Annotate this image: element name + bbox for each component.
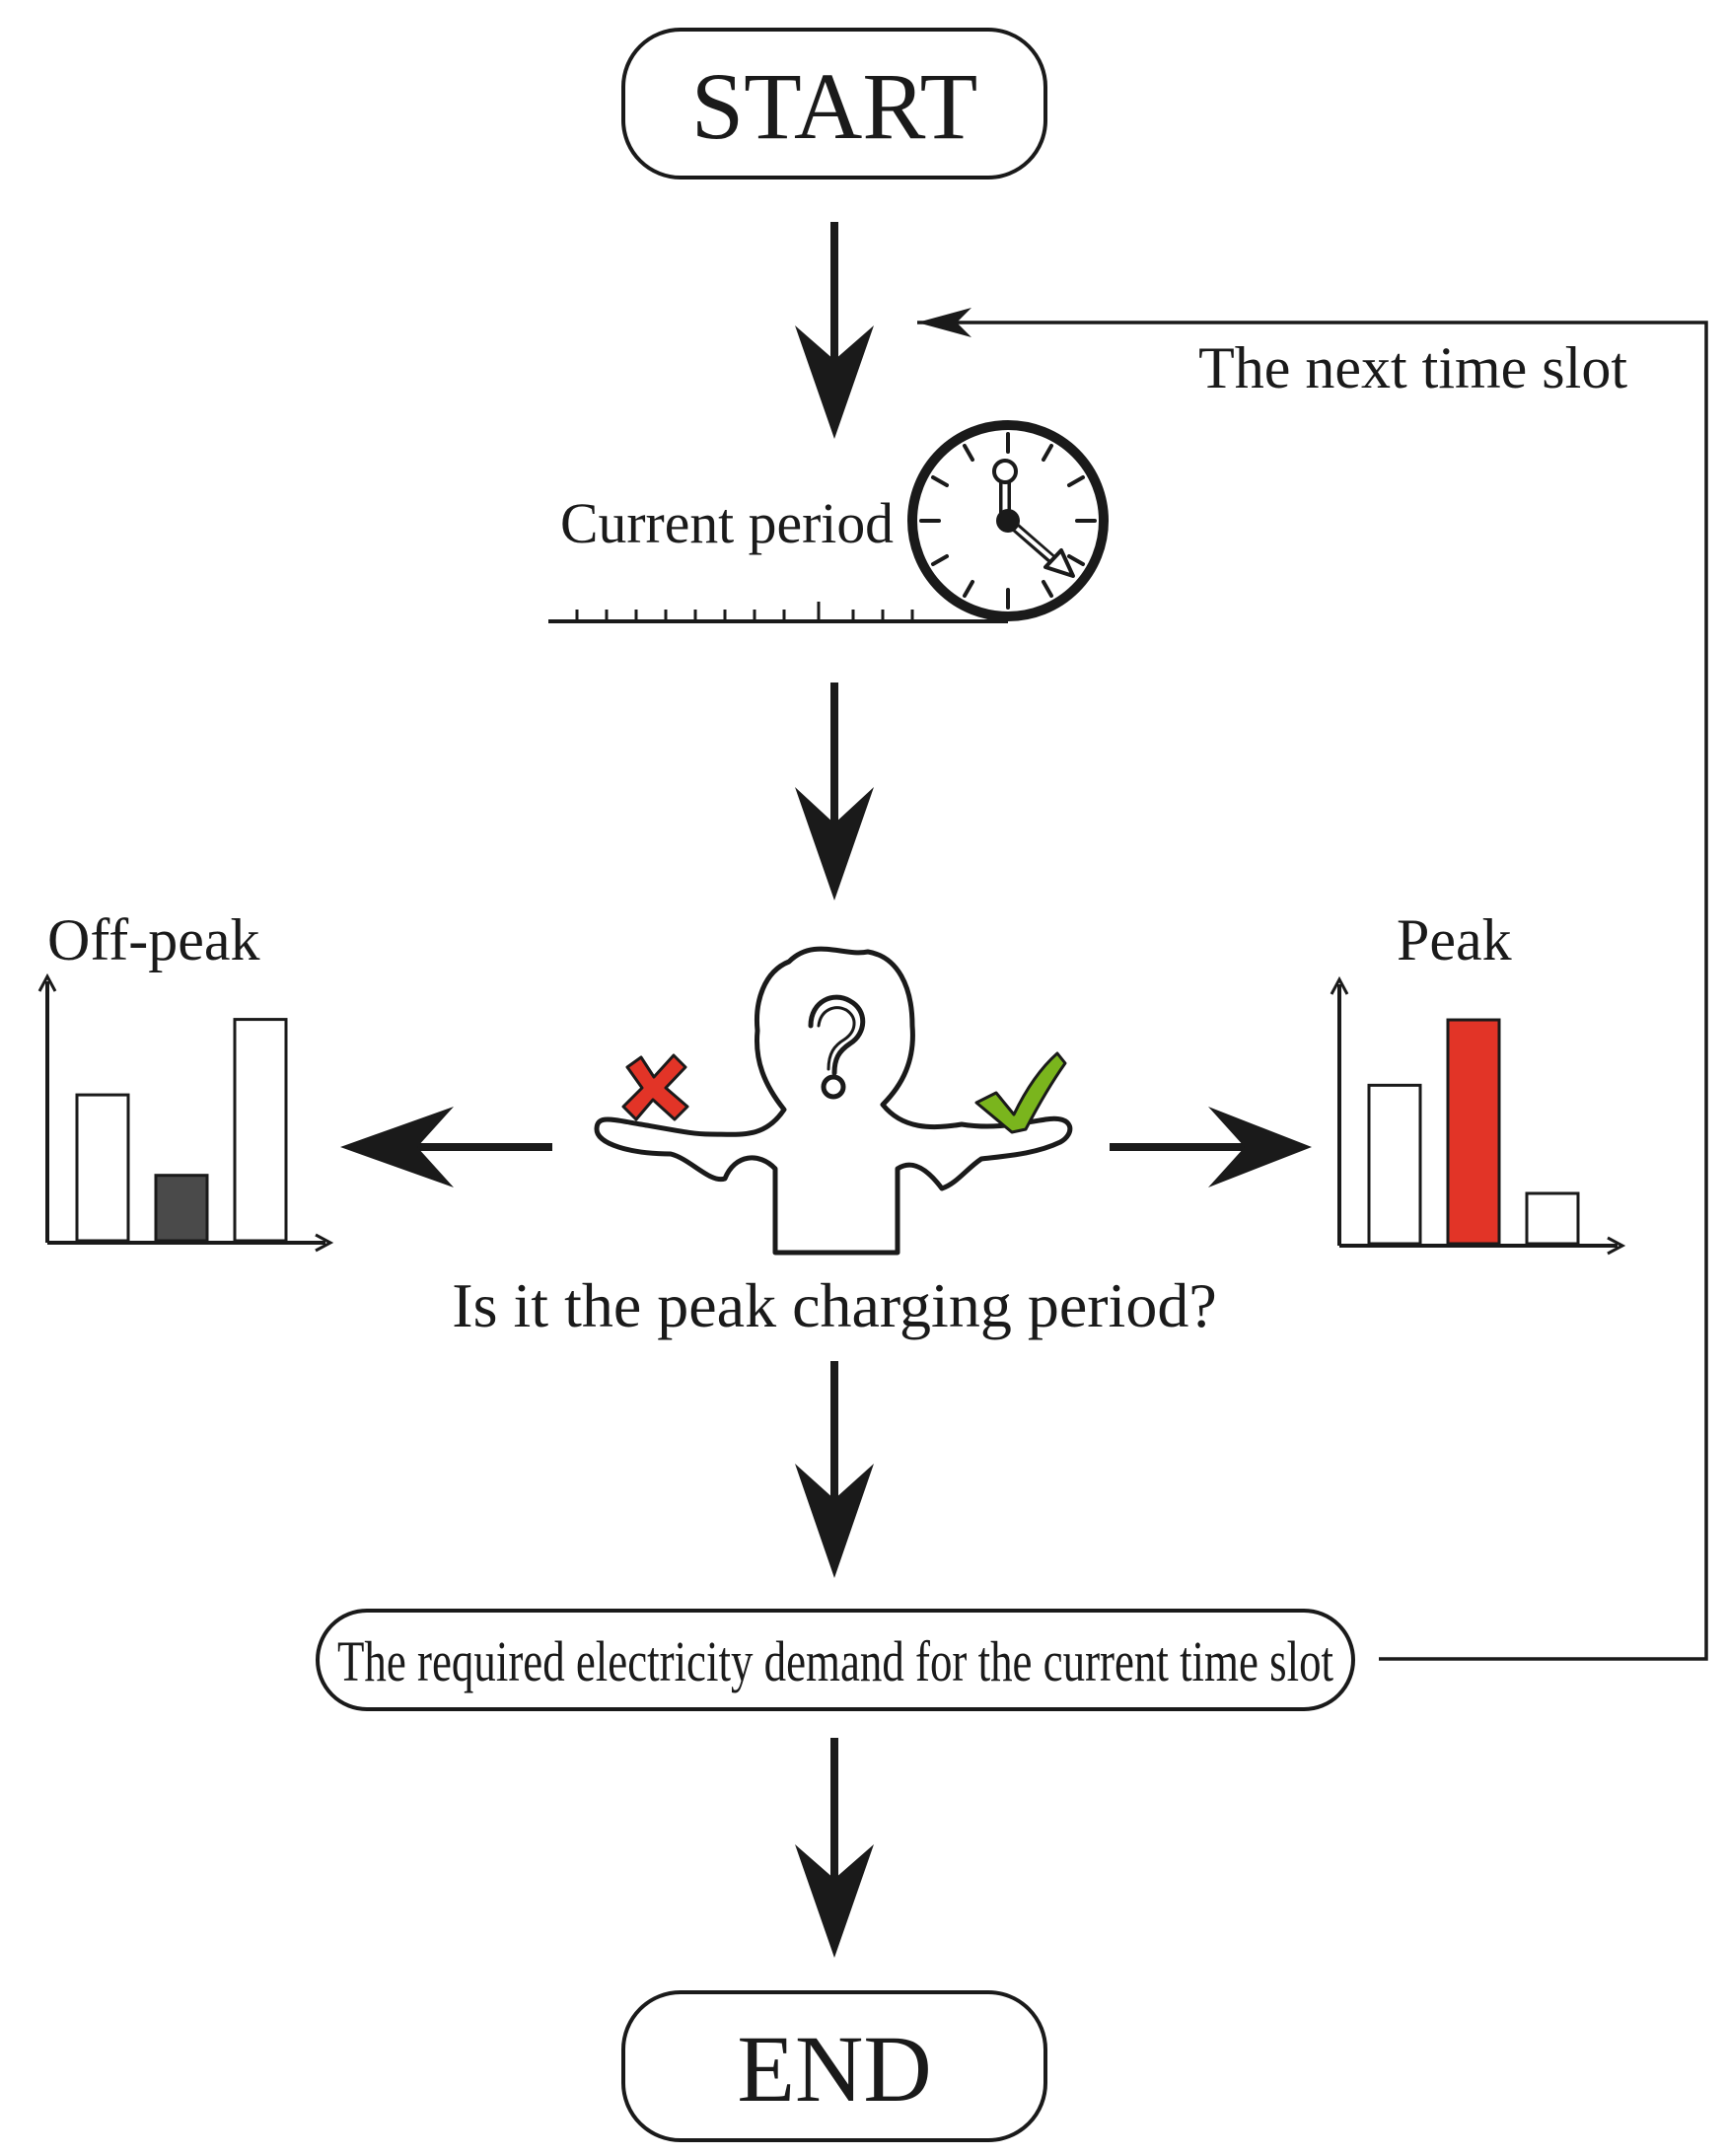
off-peak-label: Off-peak: [47, 907, 259, 972]
end-label: END: [737, 2016, 931, 2121]
clock-icon: [907, 420, 1109, 621]
off-peak-bar-3: [233, 1018, 288, 1243]
peak-bar-1: [1367, 1083, 1422, 1246]
check-icon: [974, 1051, 1067, 1134]
arrow-start-to-period: [795, 222, 874, 439]
peak-chart: [1330, 975, 1626, 1256]
demand-label: The required electricity demand for the …: [337, 1629, 1333, 1693]
arrow-demand-to-end: [795, 1738, 874, 1958]
arrow-to-off-peak: [340, 1107, 552, 1187]
arrow-question-to-demand: [795, 1361, 874, 1578]
start-label: START: [691, 53, 978, 159]
arrow-period-to-question: [795, 683, 874, 900]
peak-bar-3: [1525, 1191, 1580, 1246]
off-peak-bar-1: [75, 1093, 130, 1243]
off-peak-bar-2: [154, 1174, 209, 1243]
next-time-slot-label: The next time slot: [1198, 335, 1627, 400]
peak-bar-2: [1446, 1018, 1501, 1246]
arrow-to-peak: [1110, 1107, 1312, 1187]
demand-node: The required electricity demand for the …: [316, 1609, 1355, 1711]
question-label: Is it the peak charging period?: [452, 1270, 1216, 1340]
start-node: START: [621, 28, 1047, 180]
off-peak-chart: [37, 972, 334, 1253]
person-question-icon: [594, 946, 1073, 1256]
end-node: END: [621, 1990, 1047, 2142]
peak-label: Peak: [1397, 907, 1512, 972]
current-period-label: Current period: [560, 491, 894, 555]
cross-icon: [621, 1053, 689, 1121]
timeline: [548, 602, 1008, 623]
loop-back-connector: [917, 308, 1708, 1661]
